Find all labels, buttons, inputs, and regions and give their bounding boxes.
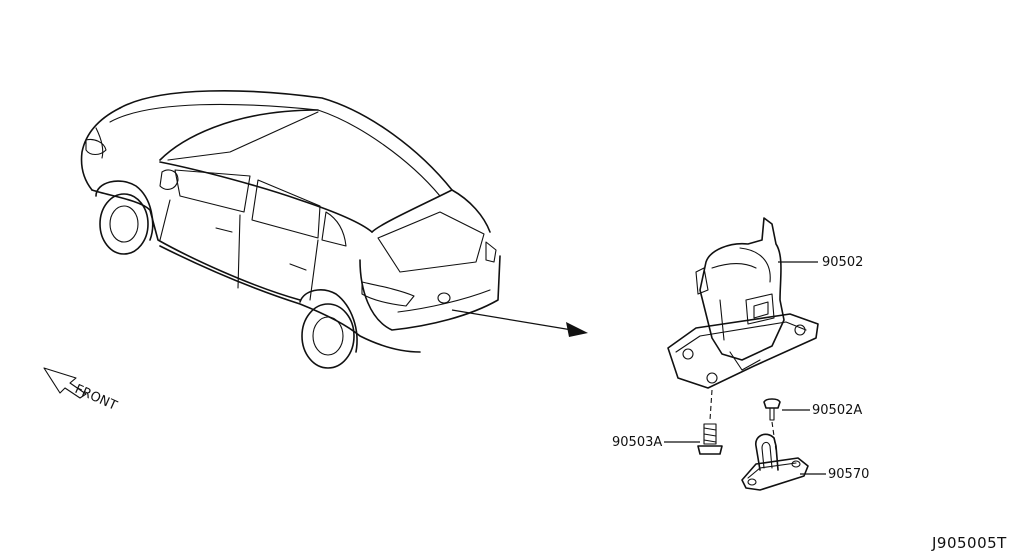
vehicle-illustration bbox=[80, 90, 501, 369]
front-indicator: FRONT bbox=[43, 367, 119, 414]
back-door-latch bbox=[667, 217, 819, 389]
door-striker bbox=[741, 433, 809, 491]
part-number-striker: 90570 bbox=[828, 467, 869, 482]
callout-90570: 90570 bbox=[800, 467, 869, 482]
front-label: FRONT bbox=[72, 382, 119, 414]
callout-90502: 90502 bbox=[778, 255, 863, 270]
part-number-screw: 90502A bbox=[812, 403, 862, 418]
part-number-latch: 90502 bbox=[822, 255, 863, 270]
latch-bolt bbox=[697, 389, 723, 455]
part-number-bolt: 90503A bbox=[612, 435, 662, 450]
front-arrow-icon bbox=[43, 367, 87, 399]
striker-screw bbox=[763, 398, 781, 451]
location-arrow bbox=[451, 309, 588, 337]
callout-90503a: 90503A bbox=[612, 435, 700, 450]
diagram-code: J905005T bbox=[931, 534, 1007, 552]
callout-90502a: 90502A bbox=[782, 403, 862, 418]
